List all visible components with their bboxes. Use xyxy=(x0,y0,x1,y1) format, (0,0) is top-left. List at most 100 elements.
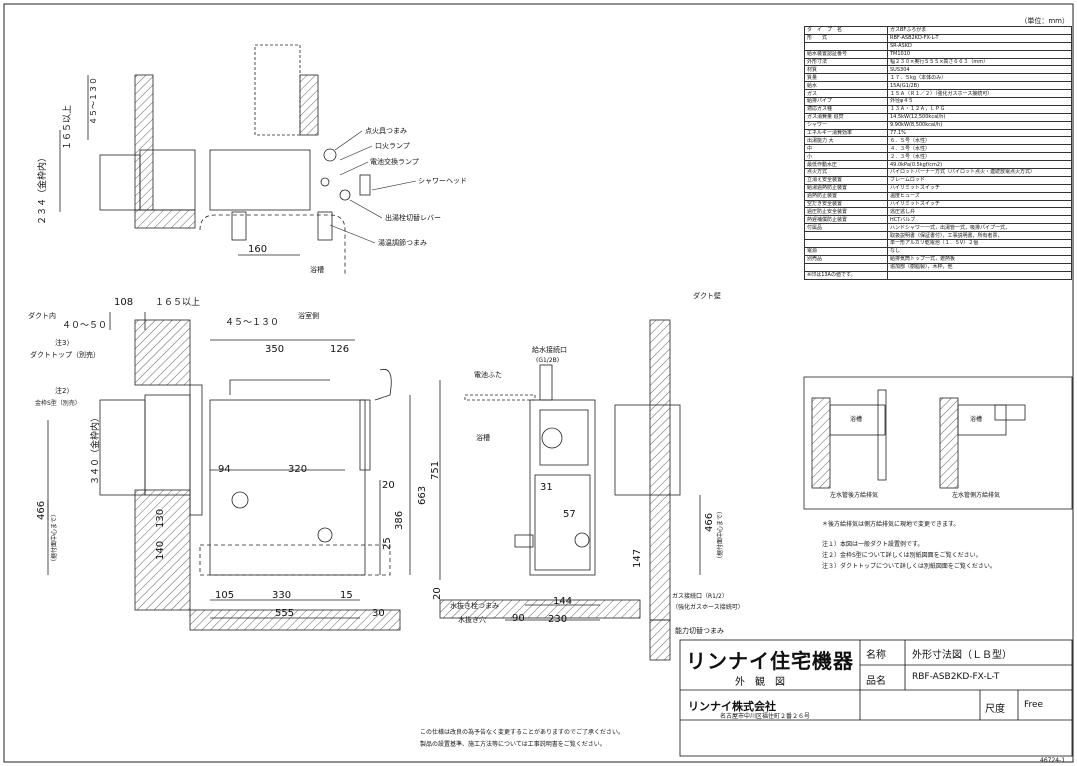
spec-value xyxy=(887,270,1072,280)
dim-160: 160 xyxy=(248,244,267,255)
spec-row: 過熱防止装置温度ヒューズ xyxy=(804,191,1072,201)
spec-row: 給湯過熱防止装置ハイリミットスイッチ xyxy=(804,183,1072,193)
dim-45-130b: ４５～１３０ xyxy=(225,318,279,328)
spec-row: ※印は13Aの値です。 xyxy=(804,270,1072,280)
dim-555: 555 xyxy=(275,608,294,619)
spec-value: １３Ａ・１２Ａ，ＬＰＧ xyxy=(887,104,1072,114)
spec-key xyxy=(804,231,888,241)
spec-key: エネルギー消費効率 xyxy=(804,128,888,138)
spec-value: 単一形アルカリ乾電池（１．５V）２個 xyxy=(887,239,1072,248)
drain-hole-label: 水抜き穴 xyxy=(458,615,486,624)
spec-value: 15A(G1/2B) xyxy=(887,81,1072,91)
spec-row: 単一形アルカリ乾電池（１．５V）２個 xyxy=(804,239,1072,248)
spec-key: 点火方式 xyxy=(804,168,888,177)
spec-row: 点火方式パイロットバーナー方式（パイロット点火・連続放電点火方式） xyxy=(804,168,1072,177)
spec-value: ４．３号（水性） xyxy=(887,144,1072,154)
model-value: RBF-ASB2KD-FX-L-T xyxy=(912,672,1000,682)
spec-key: 給水装置認証番号 xyxy=(804,49,888,59)
spec-key: 熱遅補償防止装置 xyxy=(804,215,888,225)
spec-value: 取扱説明書（保証書付），工事説明書，所有者票， xyxy=(887,231,1072,241)
company-address: 名古屋市中川区福住町２番２６号 xyxy=(720,713,811,720)
dim-31: 31 xyxy=(540,482,553,493)
top-view xyxy=(59,44,371,275)
spec-value: １７．５kg（本体のみ） xyxy=(887,73,1072,83)
spec-key: 給湯過熱防止装置 xyxy=(804,183,888,193)
spec-key: 過熱防止装置 xyxy=(804,191,888,201)
dim-386: 386 xyxy=(394,511,405,530)
spec-value: ハイリミットスイッチ xyxy=(887,199,1072,209)
sheet-border xyxy=(3,3,1074,763)
faucet-knob-label: 点火具つまみ xyxy=(365,127,407,135)
dim-90: 90 xyxy=(512,613,525,624)
dim-340: ３４０（金枠内） xyxy=(89,413,101,485)
dim-20a: 20 xyxy=(382,480,395,491)
dim-234: ２３４（金枠内） xyxy=(36,153,48,225)
front-view xyxy=(47,312,441,631)
water-inlet-size: (G1/2B) xyxy=(536,357,559,364)
spec-key: 出湯能力 大 xyxy=(804,136,888,146)
dim-144: 144 xyxy=(553,596,572,607)
spec-value: 9.90kW(8,500kcal/h) xyxy=(887,120,1072,130)
side-view xyxy=(439,319,701,661)
spec-value: RBF-ASB2KD-FX-L-T xyxy=(887,33,1072,43)
note2-label: 注2） xyxy=(55,386,73,395)
spec-key: 材質 xyxy=(804,65,888,75)
dim-350: 350 xyxy=(265,344,284,355)
spec-value: ６．５号（水性） xyxy=(887,136,1072,146)
dim-466b-note: （据付面中心まで） xyxy=(716,508,724,562)
dim-147: 147 xyxy=(632,549,643,568)
dim-105: 105 xyxy=(215,590,234,601)
inset-bath-right: 浴槽 xyxy=(970,415,982,423)
spec-key: 電源 xyxy=(804,246,888,256)
spec-key xyxy=(804,41,888,51)
spec-value: 給排気筒トップ一式，遮熱板 xyxy=(887,254,1072,264)
spec-key: 過圧防止安全装置 xyxy=(804,207,888,217)
scale-label: 尺度 xyxy=(985,704,1005,715)
duct-wall-label: ダクト壁 xyxy=(693,291,721,300)
spec-value: SUS304 xyxy=(887,65,1072,75)
spec-key: 給排パイプ xyxy=(804,97,888,106)
dim-94: 94 xyxy=(218,464,231,475)
duct-in-label: ダクト内 xyxy=(28,311,56,320)
spec-key: 別売品 xyxy=(804,254,888,264)
dim-25: 25 xyxy=(382,537,393,550)
spec-key: ガス消費量 追焚 xyxy=(804,112,888,122)
spec-key xyxy=(804,239,888,248)
unit-label: （単位：mm） xyxy=(1020,17,1069,25)
top-view-callouts: 点火具つまみ 口火ランプ 電池交換ランプ シャワーヘッド 出湯栓切替レバー 湯温… xyxy=(365,127,467,247)
brand-logo: リンナイ住宅機器 xyxy=(686,645,854,674)
title-block-lines xyxy=(679,639,1073,757)
spec-value: パイロットバーナー方式（パイロット点火・連続放電点火方式） xyxy=(887,168,1072,177)
dim-165b: １６５以上 xyxy=(155,297,200,308)
pilot-lamp-label: 口火ランプ xyxy=(375,142,410,150)
dim-466a: 466 xyxy=(36,501,47,520)
spec-value: ハンドシャワー一式，出湯管一式，吸排パイプ一式， xyxy=(887,223,1072,233)
spec-value: フレームロッド xyxy=(887,175,1072,185)
dim-45-130a: ４５～１３０ xyxy=(89,77,98,125)
dim-108: 108 xyxy=(114,297,133,308)
note2-text: 金枠S型（別売） xyxy=(35,399,81,407)
spec-value: SR-ASKD xyxy=(887,41,1072,51)
spec-key: 立消え安全装置 xyxy=(804,175,888,185)
brand-name: リンナイ xyxy=(686,649,770,673)
inset-caption-right: 左水管側方給排気 xyxy=(952,491,1000,499)
spec-value: HCTバルブ xyxy=(887,215,1072,225)
dim-330: 330 xyxy=(272,590,291,601)
note3-text: ダクトトップ（別売） xyxy=(30,350,100,359)
bathtub-label-side: 浴槽 xyxy=(476,433,490,442)
spec-key: タ イ プ 名 xyxy=(804,26,888,35)
model-label: 品名 xyxy=(866,676,886,687)
top-view-leaders xyxy=(329,130,417,244)
dim-15: 15 xyxy=(340,590,353,601)
spec-row: 付属品ハンドシャワー一式，出湯管一式，吸排パイプ一式， xyxy=(804,223,1072,233)
footer-note-1: この仕様は改良の為予告なく変更することがありますのでご了承ください。 xyxy=(420,728,624,736)
